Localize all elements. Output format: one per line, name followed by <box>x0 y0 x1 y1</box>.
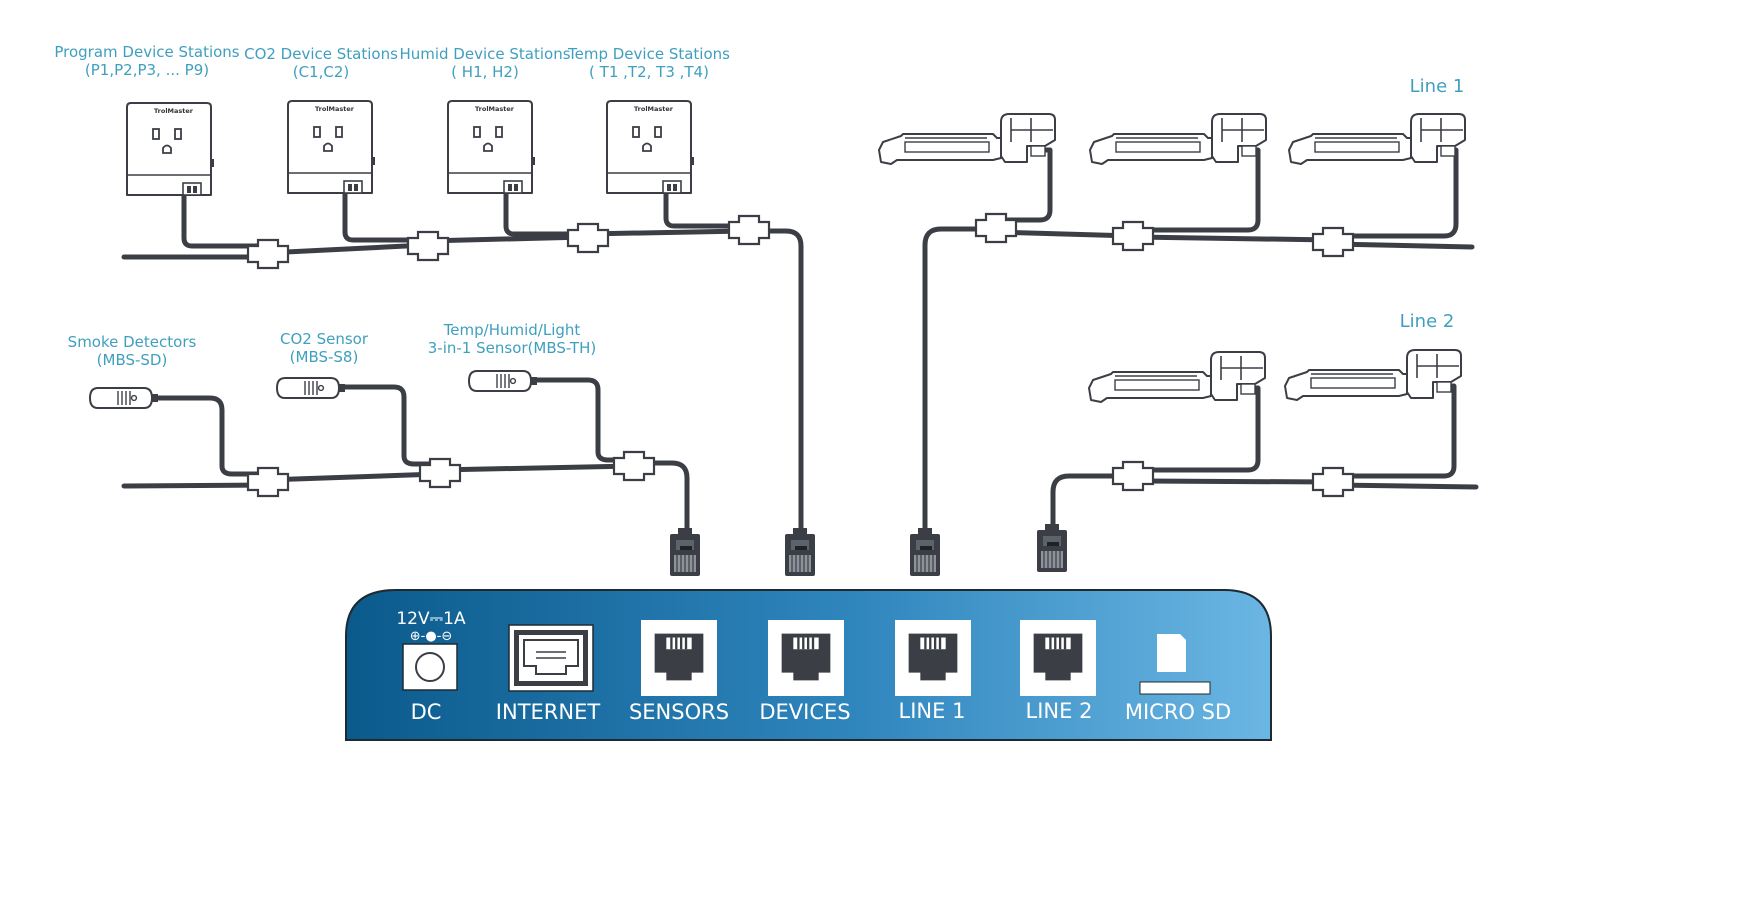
humid-stations-sub: ( H1, H2) <box>451 63 519 81</box>
program-stations-sub: (P1,P2,P3, ... P9) <box>85 61 209 79</box>
tee-connector <box>727 214 771 246</box>
line2-port[interactable] <box>1020 620 1096 696</box>
devices-plug <box>784 527 816 577</box>
th-sensor-title: Temp/Humid/Light <box>443 321 581 339</box>
controller-panel: 12V⎓1A ⊕-●-⊖ DC INTERNET SENSORS DEVICES… <box>345 589 1272 741</box>
temp-stations-sub: ( T1 ,T2, T3 ,T4) <box>589 63 709 81</box>
micro-sd-slot[interactable] <box>1139 634 1211 695</box>
co2-device-station: TrolMaster <box>287 100 376 194</box>
line2-bus-cable <box>1050 383 1479 543</box>
dc-label: DC <box>411 700 442 724</box>
program-stations-title: Program Device Stations <box>54 43 239 61</box>
sd-card-icon <box>1157 634 1186 672</box>
line1-port-label: LINE 1 <box>899 699 966 723</box>
sensors-bus-cable <box>121 377 690 543</box>
temp-stations-title: Temp Device Stations <box>567 45 730 63</box>
th-sensor-sub: 3-in-1 Sensor(MBS-TH) <box>428 339 596 357</box>
co2-sensor-probe <box>276 377 346 399</box>
internet-port[interactable] <box>508 624 594 692</box>
co2-sensor-title: CO2 Sensor <box>280 330 369 348</box>
tee-connector <box>566 222 610 254</box>
line2-plug <box>1036 523 1068 573</box>
sensors-port[interactable] <box>641 620 717 696</box>
tee-connector <box>1111 460 1155 492</box>
dc-port[interactable] <box>402 643 458 691</box>
line2-port-label: LINE 2 <box>1026 699 1093 723</box>
humid-device-station: TrolMaster <box>447 100 536 194</box>
line1-lamp-2 <box>1089 113 1267 165</box>
line1-label: Line 1 <box>1410 76 1465 97</box>
temp-device-station: TrolMaster <box>606 100 695 194</box>
brand-label: TrolMaster <box>315 105 355 113</box>
power-polarity: ⊕-●-⊖ <box>410 629 453 644</box>
brand-label: TrolMaster <box>634 105 674 113</box>
internet-label: INTERNET <box>496 700 601 724</box>
devices-label: DEVICES <box>759 700 850 724</box>
tee-connector <box>406 230 450 262</box>
temp-humid-light-probe <box>468 370 538 392</box>
co2-stations-title: CO2 Device Stations <box>244 45 398 63</box>
line1-port[interactable] <box>895 620 971 696</box>
line2-lamp-1 <box>1088 351 1266 403</box>
tee-connector <box>1111 220 1155 252</box>
smoke-detector-probe <box>89 387 159 409</box>
humid-stations-title: Humid Device Stations <box>399 45 570 63</box>
dc-jack-icon <box>415 652 445 682</box>
brand-label: TrolMaster <box>154 107 194 115</box>
smoke-detector-title: Smoke Detectors <box>68 333 197 351</box>
line1-lamp-1 <box>878 113 1056 165</box>
co2-sensor-sub: (MBS-S8) <box>290 348 359 366</box>
tee-connector <box>1311 466 1355 498</box>
smoke-detector-sub: (MBS-SD) <box>97 351 168 369</box>
line1-plug <box>909 527 941 577</box>
line2-label: Line 2 <box>1400 311 1455 332</box>
brand-label: TrolMaster <box>475 105 515 113</box>
sensors-label: SENSORS <box>629 700 729 724</box>
power-rating: 12V⎓1A <box>396 609 466 629</box>
line1-lamp-3 <box>1288 113 1466 165</box>
micro-sd-label: MICRO SD <box>1125 700 1231 724</box>
tee-connector <box>612 450 656 482</box>
line1-bus-cable <box>922 147 1475 543</box>
program-device-station: TrolMaster <box>126 102 215 196</box>
devices-bus-cable <box>121 190 804 543</box>
sensors-plug <box>669 527 701 577</box>
co2-stations-sub: (C1,C2) <box>293 63 350 81</box>
tee-connector <box>1311 226 1355 258</box>
line2-lamp-2 <box>1284 349 1462 401</box>
devices-port[interactable] <box>768 620 844 696</box>
